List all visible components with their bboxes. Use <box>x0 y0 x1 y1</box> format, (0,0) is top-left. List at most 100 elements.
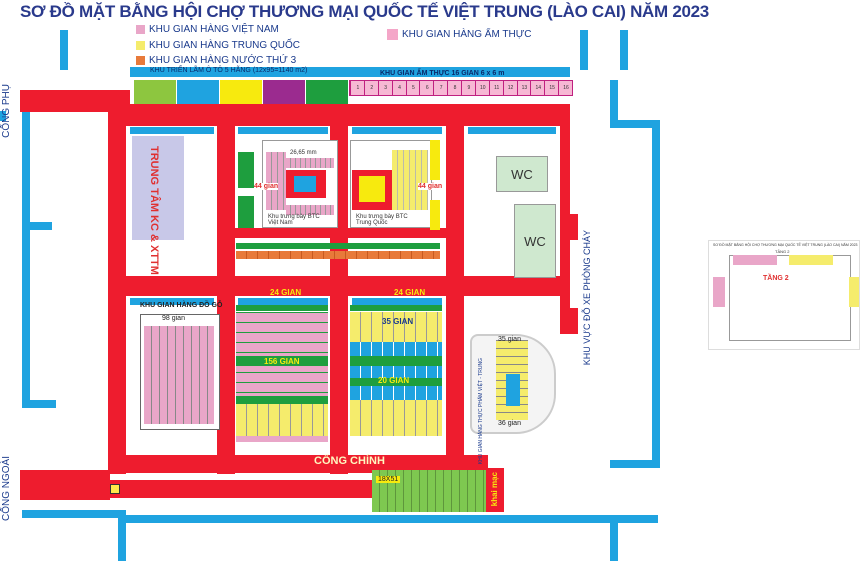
food-stall-cell: 1 <box>350 81 365 95</box>
food-stall-cell: 16 <box>558 81 573 95</box>
center-kc-block <box>132 136 184 240</box>
wc-bottom: WC <box>514 204 556 278</box>
food-stall-cell: 2 <box>363 81 379 95</box>
btc-left-label: Khu trưng bày BTC Việt Nam <box>268 214 320 226</box>
green-side-2 <box>238 196 254 228</box>
green-bar-5 <box>236 396 328 404</box>
green-bar-1 <box>236 243 440 249</box>
product-35-label: 35 gian <box>498 336 521 343</box>
food-stall-cell: 8 <box>447 81 462 95</box>
legend-food-label: KHU GIAN HÀNG ẨM THỰC <box>402 29 532 40</box>
food-stall-cell: 14 <box>530 81 545 95</box>
inset-floor-label: TẦNG 2 <box>763 275 789 282</box>
legend-third-swatch <box>136 56 145 65</box>
food-stall-cell: 6 <box>419 81 434 95</box>
legend-cn: KHU GIAN HÀNG TRUNG QUỐC <box>136 40 300 51</box>
food-stall-cell: 10 <box>474 81 490 95</box>
top-blue-strip <box>130 67 570 77</box>
g35-label: 35 GIAN <box>382 317 414 326</box>
center-kc-label: TRUNG TÂM KC & XTTM <box>148 146 160 275</box>
food-stall-cell: 5 <box>405 81 421 95</box>
stall-block-cn-left <box>236 404 328 436</box>
green-bar-6 <box>350 356 442 366</box>
product-zone-label: KHU GIAN HÀNG THỰC PHẨM VIỆT - TRUNG <box>478 358 484 465</box>
food-stall-cell: 4 <box>391 81 407 95</box>
fire-parking-2 <box>566 308 578 334</box>
road-east <box>560 104 570 334</box>
legend-food-swatch <box>387 29 398 40</box>
map-title: SƠ ĐỒ MẶT BẰNG HỘI CHỢ THƯƠNG MẠI QUỐC T… <box>20 2 709 21</box>
road-middle <box>108 276 568 296</box>
food-stall-cell: 7 <box>433 81 448 95</box>
stall-block-cn-right-bottom <box>350 400 442 436</box>
blue-border-bottom-left <box>22 510 118 518</box>
green-side-1 <box>238 152 254 188</box>
khai-mac-label: khai mạc <box>490 472 499 507</box>
hall-left-top-stalls <box>286 158 334 168</box>
btc-right-label: Khu trưng bày BTC Trung Quốc <box>356 214 408 226</box>
blue-band-4 <box>468 127 556 134</box>
hall-left-core-inner <box>294 176 316 192</box>
blue-border-left-1 <box>22 112 30 222</box>
wood-stalls <box>144 326 214 424</box>
inset-right-stalls <box>849 277 859 307</box>
green-bar-7 <box>350 378 442 386</box>
legend-vn-label: KHU GIAN HÀNG VIỆT NAM <box>149 24 279 35</box>
food-stall-cell: 11 <box>488 81 504 95</box>
blue-border-top-left <box>60 30 68 70</box>
g20-label: 20 GIAN <box>378 376 410 385</box>
car-slot-1 <box>134 80 176 104</box>
inset-floor <box>729 255 851 341</box>
food-stall-cell: 13 <box>516 81 532 95</box>
car-expo-label: KHU TRIỂN LÃM Ô TÔ 5 HÃNG (12x95=1140 m2… <box>150 67 308 74</box>
g24-right-label: 24 GIAN <box>394 288 426 297</box>
size-18x51-label: 18X51 <box>376 476 401 483</box>
gate-phu-label: CỔNG PHỤ <box>1 84 12 138</box>
inset-tang2: SƠ ĐỒ MẶT BẰNG HỘI CHỢ THƯƠNG MẠI QUỐC T… <box>708 240 860 350</box>
food-zone-label: KHU GIAN ẨM THỰC 16 GIAN 6 x 6 m <box>380 70 505 77</box>
inset-cn-stalls <box>789 255 833 265</box>
wood-zone-label: KHU GIAN HÀNG ĐỒ GỖ <box>140 302 223 309</box>
gate-chinh-label: CỔNG CHÍNH <box>308 455 391 467</box>
blue-band-7 <box>352 298 442 305</box>
g44-left-label: 44 gian <box>254 183 279 190</box>
gate-ngoai-marker <box>110 484 120 494</box>
green-bar-4 <box>236 356 328 366</box>
wc-top: WC <box>496 156 548 192</box>
road-outer-gate-entry <box>20 470 110 500</box>
blue-border-bottom-left-v <box>118 510 126 561</box>
blue-border-right-2 <box>652 120 660 460</box>
blue-band-5 <box>130 298 214 305</box>
inset-subtitle: TẦNG 2 <box>775 249 790 254</box>
car-slot-2 <box>177 80 219 104</box>
fire-parking-1 <box>566 214 578 240</box>
third-country-row <box>236 251 440 259</box>
legend-vn: KHU GIAN HÀNG VIỆT NAM <box>136 24 279 35</box>
food-stall-cell: 12 <box>502 81 518 95</box>
car-slot-4 <box>263 80 305 104</box>
g156-label: 156 GIAN <box>264 357 300 366</box>
food-stall-cell: 3 <box>377 81 393 95</box>
blue-border-right-3 <box>610 460 660 468</box>
blue-border-bottom-right-v <box>610 515 618 561</box>
inset-left-stalls <box>713 277 725 307</box>
car-slot-5 <box>306 80 348 104</box>
car-slot-3 <box>220 80 262 104</box>
road-inner-cross <box>235 228 446 238</box>
blue-border-left-2 <box>22 222 52 230</box>
hall-right-core-inner <box>359 176 385 202</box>
green-bar-3 <box>350 305 442 311</box>
blue-border-top-right-2 <box>620 30 628 70</box>
yellow-side-1 <box>430 140 440 180</box>
legend-third-label: KHU GIAN HÀNG NƯỚC THỨ 3 <box>149 55 297 66</box>
fire-parking-label: KHU VỰC ĐỖ XE PHÒNG CHÁY <box>582 230 592 366</box>
inset-vn-stalls <box>733 255 777 265</box>
product-36-label: 36 gian <box>498 420 521 427</box>
hall-left-stalls <box>266 152 286 210</box>
legend-cn-label: KHU GIAN HÀNG TRUNG QUỐC <box>149 40 300 51</box>
g44-right-label: 44 gian <box>418 183 443 190</box>
food-stall-cell: 15 <box>544 81 559 95</box>
blue-band-3 <box>352 127 442 134</box>
road-south <box>108 455 488 473</box>
